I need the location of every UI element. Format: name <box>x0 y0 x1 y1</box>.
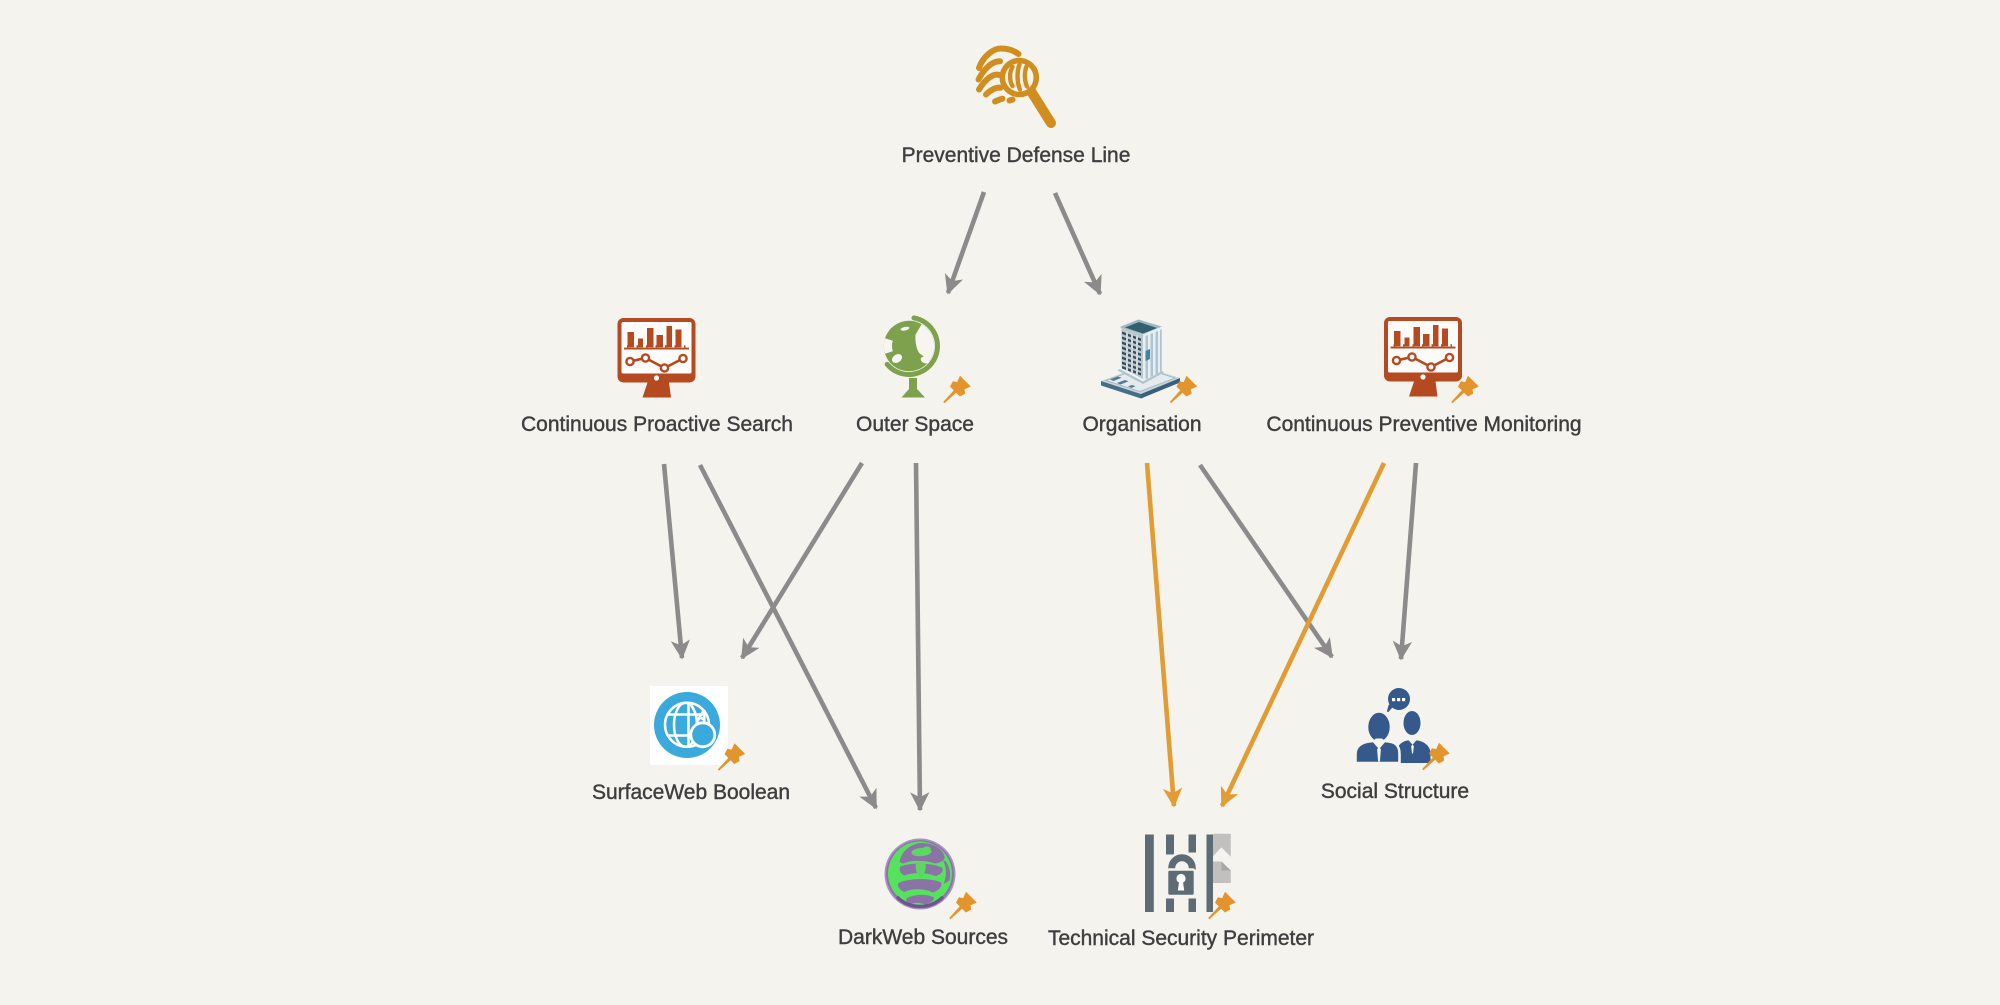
svg-text:Preventive Defense Line: Preventive Defense Line <box>902 144 1131 167</box>
svg-text:Outer Space: Outer Space <box>856 413 974 436</box>
svg-text:Organisation: Organisation <box>1082 413 1201 436</box>
svg-text:Social Structure: Social Structure <box>1321 780 1469 803</box>
svg-text:DarkWeb Sources: DarkWeb Sources <box>838 926 1008 949</box>
svg-text:Technical Security Perimeter: Technical Security Perimeter <box>1048 927 1314 950</box>
svg-text:SurfaceWeb Boolean: SurfaceWeb Boolean <box>592 781 790 804</box>
svg-text:Continuous Preventive Monitori: Continuous Preventive Monitoring <box>1266 413 1581 436</box>
svg-text:Continuous Proactive Search: Continuous Proactive Search <box>521 413 793 436</box>
